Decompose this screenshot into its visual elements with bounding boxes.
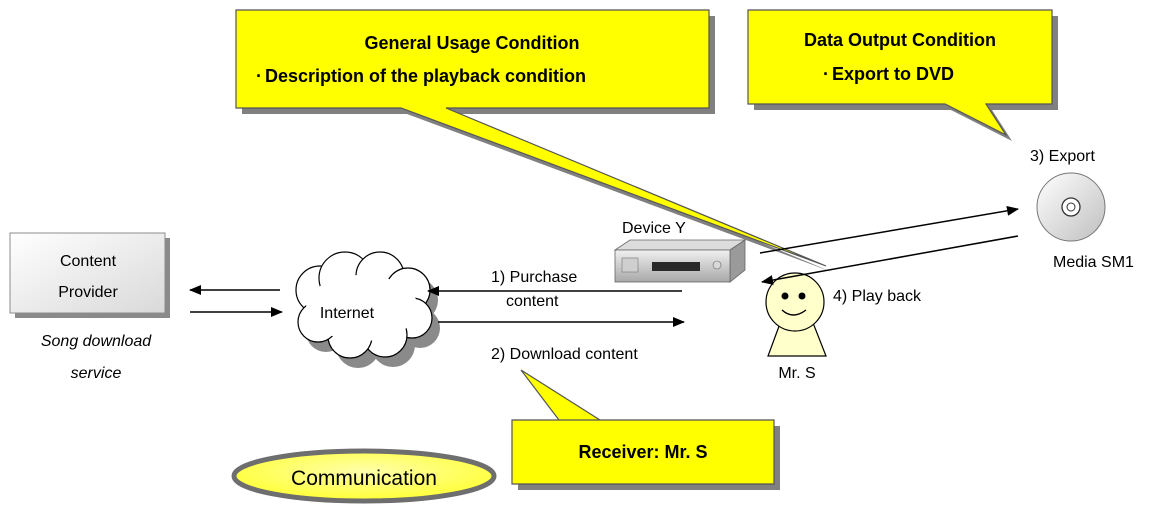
provider-label-line2: Provider	[58, 284, 118, 301]
internet-label: Internet	[320, 305, 375, 322]
media-label: Media SM1	[1053, 254, 1134, 271]
arrow-playback	[761, 235, 1019, 285]
provider-caption-line2: service	[71, 365, 122, 382]
step-download: 2) Download content	[491, 346, 638, 363]
provider-caption-line1: Song download	[41, 333, 152, 350]
step-playback: 4) Play back	[833, 288, 922, 305]
step-export: 3) Export	[1030, 148, 1095, 165]
person-label: Mr. S	[778, 365, 815, 382]
general-usage-callout: General Usage Condition · Description of…	[235, 9, 832, 272]
data-output-title: Data Output Condition	[804, 30, 996, 50]
device-y-icon	[613, 239, 747, 283]
device-label: Device Y	[622, 220, 686, 237]
receiver-title: Receiver: Mr. S	[578, 442, 707, 462]
communication-legend: Communication	[231, 448, 497, 504]
provider-label-line1: Content	[60, 253, 117, 270]
receiver-callout: Receiver: Mr. S	[511, 369, 780, 490]
arrow-export	[759, 205, 1019, 254]
person-mr-s-icon	[765, 272, 827, 357]
disc-icon	[1036, 172, 1106, 242]
data-output-callout: Data Output Condition · Export to DVD	[747, 9, 1058, 141]
content-provider: Content Provider	[9, 232, 170, 318]
general-usage-item: Description of the playback condition	[265, 66, 586, 86]
internet-cloud-icon: Internet	[295, 251, 440, 368]
data-output-bullet: ·	[823, 64, 829, 84]
step-purchase-line2: content	[506, 293, 559, 310]
general-usage-bullet: ·	[256, 66, 262, 86]
general-usage-title: General Usage Condition	[364, 33, 579, 53]
data-output-item: Export to DVD	[832, 64, 954, 84]
communication-label: Communication	[291, 467, 437, 490]
step-purchase-line1: 1) Purchase	[491, 269, 577, 286]
